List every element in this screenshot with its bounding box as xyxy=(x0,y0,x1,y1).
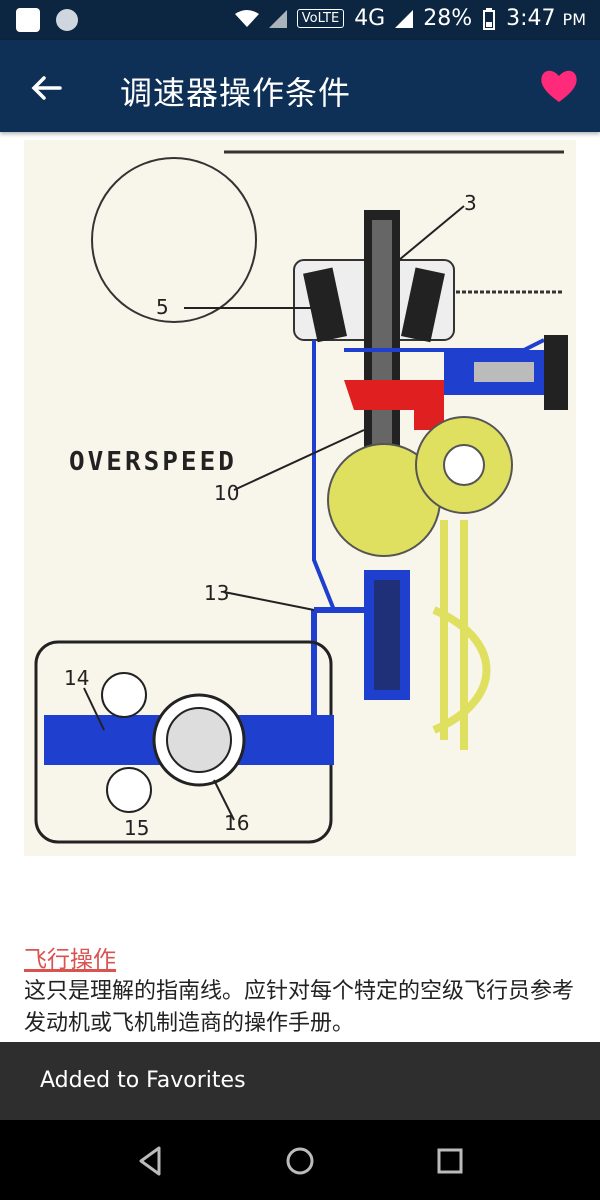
notification-app-icon xyxy=(16,8,40,32)
status-bar: VoLTE 4G 28% 3:47 PM xyxy=(0,0,600,40)
back-arrow-icon[interactable] xyxy=(28,70,64,106)
battery-icon xyxy=(483,7,496,30)
notification-dot-icon xyxy=(56,9,78,31)
label-16: 16 xyxy=(224,811,249,835)
snackbar: Added to Favorites xyxy=(0,1042,600,1120)
label-13: 13 xyxy=(204,581,229,605)
wifi-icon xyxy=(234,9,259,27)
app-bar: 调速器操作条件 xyxy=(0,40,600,132)
label-14: 14 xyxy=(64,666,89,690)
heart-icon[interactable] xyxy=(540,68,578,104)
snackbar-message: Added to Favorites xyxy=(40,1068,246,1093)
recents-square-icon[interactable] xyxy=(433,1144,467,1178)
clock: 3:47 PM xyxy=(506,6,586,31)
back-triangle-icon[interactable] xyxy=(133,1144,167,1178)
network-type: 4G xyxy=(354,6,386,31)
signal-2-icon xyxy=(395,9,414,28)
label-10: 10 xyxy=(214,481,239,505)
section-title[interactable]: 飞行操作 xyxy=(24,947,116,973)
label-3: 3 xyxy=(464,191,477,215)
body-text: 这只是理解的指南线。应针对每个特定的空级飞行员参考发动机或飞机制造商的操作手册。 xyxy=(24,979,575,1036)
label-15: 15 xyxy=(124,816,149,840)
flyweight-disc xyxy=(91,157,257,323)
governor-diagram-image: 3 5 10 13 14 15 16 OVERSPEED xyxy=(24,140,576,856)
label-5: 5 xyxy=(156,295,169,319)
volte-badge: VoLTE xyxy=(296,9,345,28)
system-nav-bar xyxy=(0,1120,600,1200)
overspeed-label: OVERSPEED xyxy=(69,447,237,477)
signal-1-icon xyxy=(268,9,287,28)
page-title: 调速器操作条件 xyxy=(120,74,352,112)
home-circle-icon[interactable] xyxy=(283,1144,317,1178)
battery-percent: 28% xyxy=(423,6,473,31)
